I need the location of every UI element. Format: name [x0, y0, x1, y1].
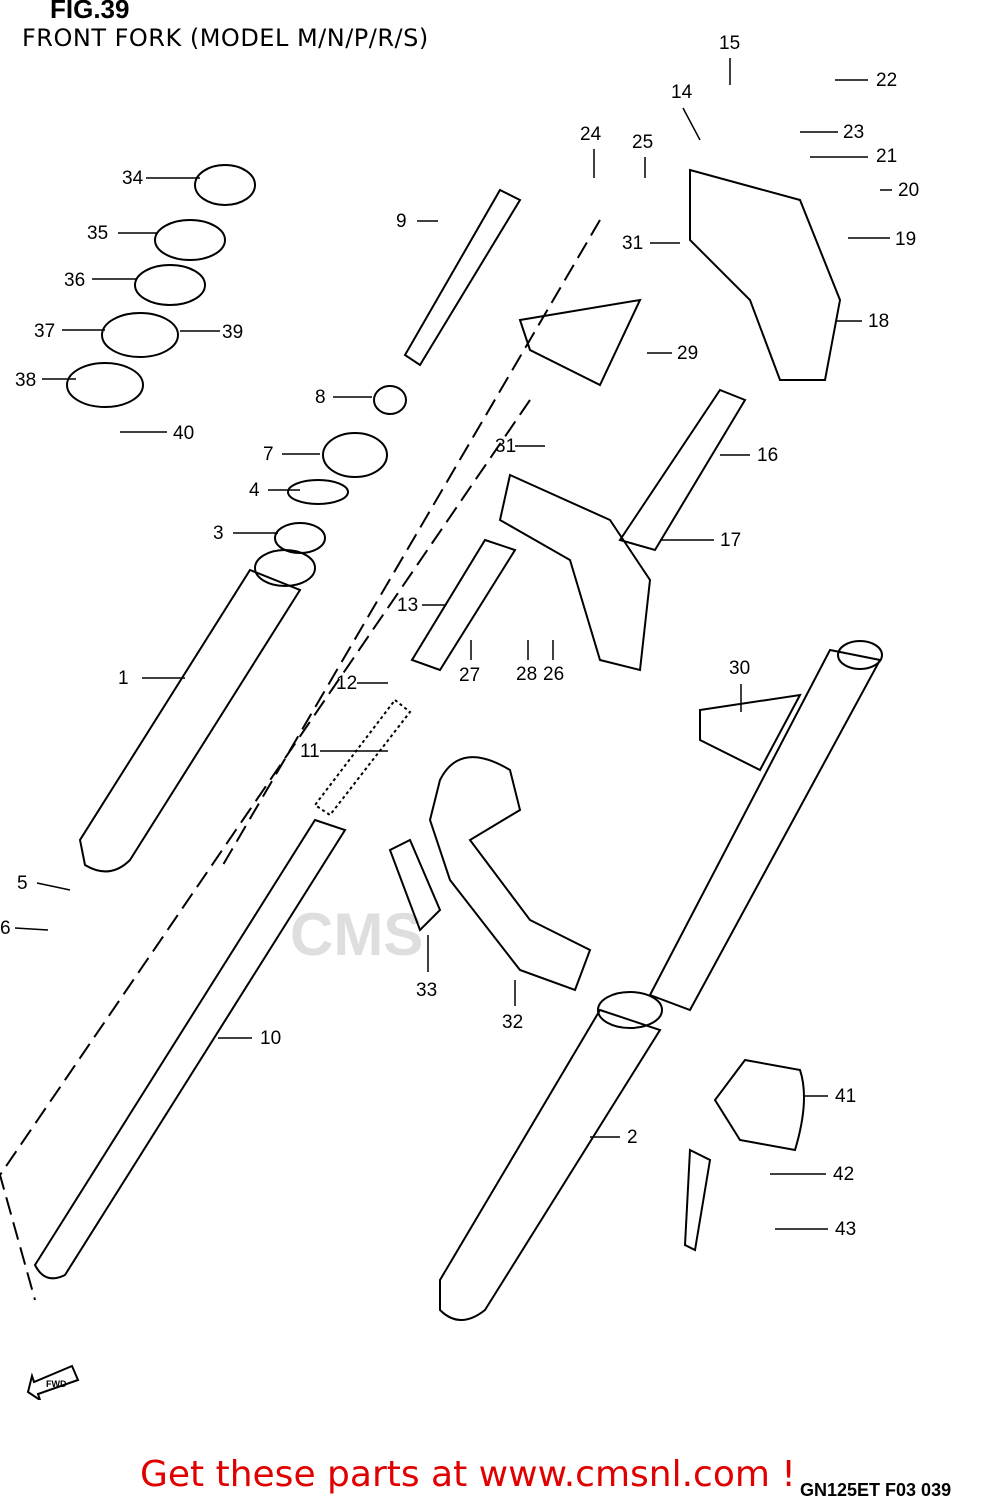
watermark: CMS — [290, 900, 423, 969]
callout-8: 8 — [315, 387, 326, 408]
part-37-bearing — [101, 312, 179, 358]
part-38-race — [66, 362, 144, 408]
callout-14: 14 — [671, 82, 693, 103]
part-13-spacer — [410, 538, 517, 672]
callout-27: 27 — [459, 665, 480, 686]
callout-6: 6 — [0, 918, 11, 939]
promo-link[interactable]: Get these parts at www.cmsnl.com ! — [140, 1454, 796, 1495]
callout-36: 36 — [64, 270, 85, 291]
part-1-top-rim — [254, 549, 316, 587]
part-10-inner-tube-left — [33, 818, 347, 1280]
part-2-top-rim — [597, 991, 663, 1029]
part-17-lower-bracket — [498, 473, 652, 672]
part-41-key — [683, 1148, 712, 1252]
part-30-bracket — [699, 693, 802, 772]
callout-40: 40 — [173, 423, 194, 444]
dashed-frame-left — [0, 399, 531, 1301]
watermark-logo: CMS — [290, 901, 424, 968]
callout-43: 43 — [835, 1219, 856, 1240]
callout-42: 42 — [833, 1164, 854, 1185]
part-2-outer-tube-right — [439, 1008, 662, 1321]
diagram-code: GN125ET F03 039 — [800, 1480, 952, 1500]
callout-12: 12 — [336, 673, 357, 694]
callout-26: 26 — [543, 664, 564, 685]
callout-31: 31 — [495, 436, 516, 457]
callout-19: 19 — [895, 229, 916, 250]
callout-17: 17 — [720, 530, 741, 551]
callout-3: 3 — [213, 523, 224, 544]
callout-5: 5 — [17, 873, 28, 894]
part-35-race — [154, 219, 226, 261]
part-4-circlip — [287, 479, 349, 505]
tube-right-top-cap — [837, 640, 883, 670]
callout-31: 31 — [622, 233, 643, 254]
callout-23: 23 — [843, 122, 864, 143]
part-29-bracket — [518, 298, 642, 387]
callout-38: 38 — [15, 370, 36, 391]
callout-2: 2 — [627, 1127, 638, 1148]
figure-title: FIG.39 — [50, 0, 130, 24]
callout-4: 4 — [249, 480, 260, 501]
callout-15: 15 — [719, 33, 740, 54]
callout-11: 11 — [300, 741, 320, 762]
part-7-boot — [322, 432, 388, 478]
callout-39: 39 — [222, 322, 243, 343]
callout-22: 22 — [876, 70, 897, 91]
figure-subtitle: FRONT FORK (MODEL M/N/P/R/S) — [22, 24, 429, 52]
callout-1: 1 — [118, 668, 129, 689]
part-11-spring — [313, 698, 412, 817]
part-1-outer-tube-left — [78, 568, 302, 873]
callout-leader-14 — [682, 107, 701, 141]
callout-29: 29 — [677, 343, 698, 364]
callout-leader-5 — [36, 882, 71, 891]
callout-7: 7 — [263, 444, 274, 465]
part-inner-tube-right — [648, 648, 882, 1012]
callout-20: 20 — [898, 180, 919, 201]
callout-28: 28 — [516, 664, 537, 685]
callout-18: 18 — [868, 311, 889, 332]
part-18-upper-bracket — [689, 168, 842, 381]
part-16-steering-stem — [618, 388, 747, 552]
fwd-arrow-icon: FWD — [26, 1364, 80, 1400]
part-36-race — [134, 264, 206, 306]
callout-34: 34 — [122, 168, 144, 189]
callout-24: 24 — [580, 124, 602, 145]
callout-33: 33 — [416, 980, 437, 1001]
callout-25: 25 — [632, 132, 653, 153]
callout-35: 35 — [87, 223, 108, 244]
callout-41: 41 — [835, 1086, 856, 1107]
fwd-arrow-label: FWD — [46, 1379, 67, 1389]
part-3-seal — [274, 522, 326, 554]
callout-16: 16 — [757, 445, 778, 466]
part-8-cap — [373, 385, 407, 415]
dashed-frame-right — [219, 219, 601, 871]
callout-37: 37 — [34, 321, 55, 342]
callout-30: 30 — [729, 658, 750, 679]
callout-10: 10 — [260, 1028, 281, 1049]
callout-leader-6 — [14, 927, 49, 931]
callout-32: 32 — [502, 1012, 523, 1033]
callout-9: 9 — [396, 211, 407, 232]
callout-21: 21 — [876, 146, 897, 167]
part-33-plate — [388, 838, 442, 932]
part-34-nut — [194, 164, 256, 206]
part-9-damper-rod — [403, 188, 522, 367]
part-32-headlight-bracket — [428, 756, 592, 992]
callout-13: 13 — [397, 595, 418, 616]
part-41-ignition-switch — [713, 1058, 805, 1152]
